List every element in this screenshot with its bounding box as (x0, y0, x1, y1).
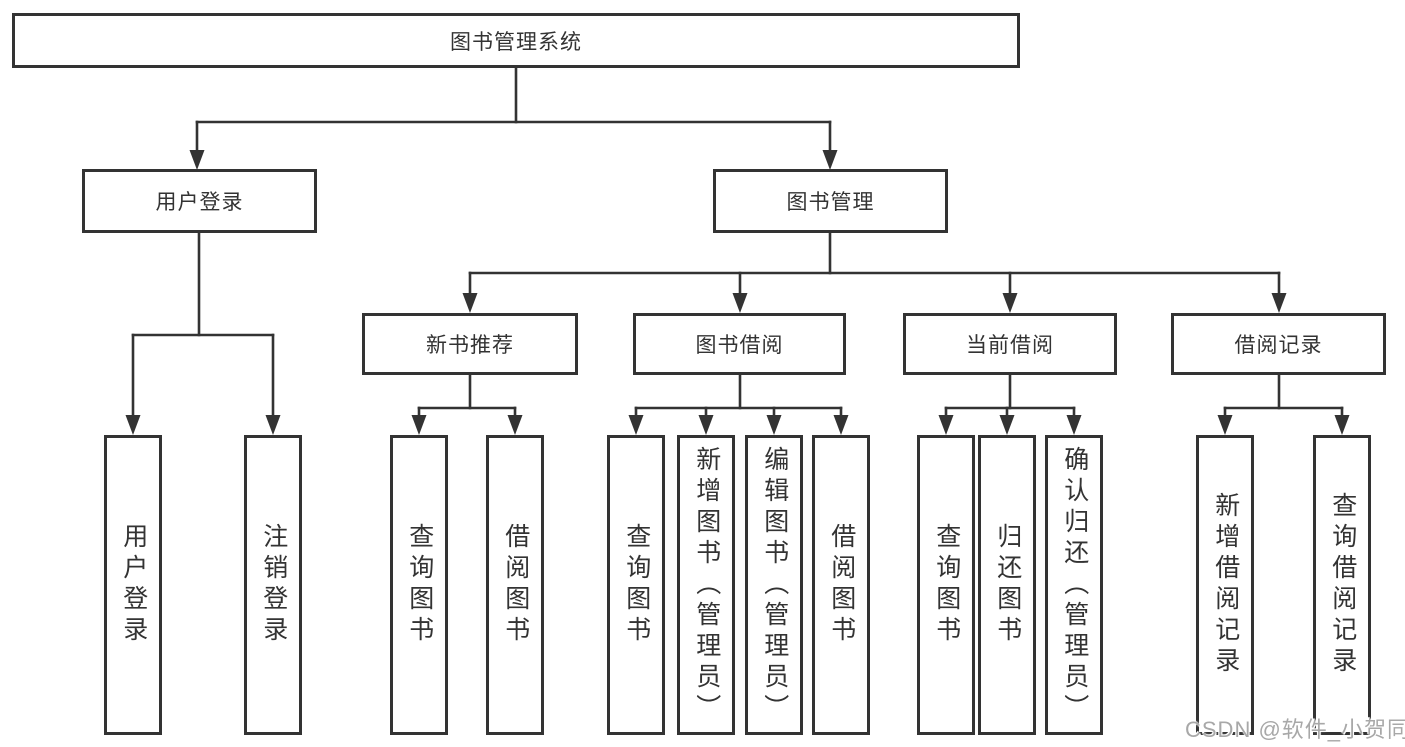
arrowhead-icon (411, 415, 427, 435)
arrowhead-icon (938, 415, 954, 435)
arrowhead-icon (462, 293, 478, 313)
leaf-query-borrow-record: 查询借阅记录 (1313, 435, 1371, 735)
arrowhead-icon (732, 293, 748, 313)
node-new-book-recommendation: 新书推荐 (362, 313, 578, 375)
node-label: 借阅图书 (827, 523, 856, 647)
leaf-logout: 注销登录 (244, 435, 302, 735)
arrowhead-icon (628, 415, 644, 435)
arrowhead-icon (507, 415, 523, 435)
node-label: 编辑图书（管理员） (760, 445, 789, 725)
node-label: 新增借阅记录 (1211, 492, 1240, 678)
node-label: 图书管理系统 (450, 30, 582, 54)
arrowhead-icon (698, 415, 714, 435)
arrowhead-icon (1217, 415, 1233, 435)
node-label: 新增图书（管理员） (692, 445, 721, 725)
node-label: 新书推荐 (426, 334, 514, 357)
arrowhead-icon (999, 415, 1015, 435)
leaf-confirm-return-admin: 确认归还（管理员） (1045, 435, 1103, 735)
arrowhead-icon (1271, 293, 1287, 313)
leaf-query-books-borrowing: 查询图书 (607, 435, 665, 735)
node-user-login: 用户登录 (82, 169, 317, 233)
arrowhead-icon (1066, 415, 1082, 435)
leaf-borrow-books-borrowing: 借阅图书 (812, 435, 870, 735)
node-label: 查询图书 (932, 523, 961, 647)
arrowhead-icon (1002, 293, 1018, 313)
leaf-edit-books-admin: 编辑图书（管理员） (745, 435, 803, 735)
arrowhead-icon (1334, 415, 1350, 435)
arrowhead-icon (125, 415, 141, 435)
node-label: 注销登录 (259, 523, 288, 647)
node-label: 查询图书 (622, 523, 651, 647)
node-label: 查询借阅记录 (1328, 492, 1357, 678)
arrowhead-icon (833, 415, 849, 435)
leaf-borrow-books-recommend: 借阅图书 (486, 435, 544, 735)
node-label: 借阅记录 (1234, 334, 1323, 357)
node-book-borrowing: 图书借阅 (633, 313, 846, 375)
leaf-query-books-current: 查询图书 (917, 435, 975, 735)
csdn-watermark: CSDN @软件_小贺同学 (1185, 717, 1405, 742)
arrowhead-icon (766, 415, 782, 435)
node-label: 用户登录 (155, 191, 244, 214)
arrowhead-icon (189, 150, 205, 170)
node-label: 图书管理 (786, 191, 875, 214)
node-label: 归还图书 (993, 523, 1022, 647)
leaf-add-books-admin: 新增图书（管理员） (677, 435, 735, 735)
node-label: 用户登录 (119, 523, 148, 647)
node-library-management-system: 图书管理系统 (12, 13, 1020, 68)
node-current-borrowing: 当前借阅 (903, 313, 1117, 375)
node-book-management: 图书管理 (713, 169, 948, 233)
node-label: 图书借阅 (695, 334, 784, 357)
leaf-return-books: 归还图书 (978, 435, 1036, 735)
node-label: 查询图书 (405, 523, 434, 647)
node-label: 确认归还（管理员） (1060, 445, 1089, 725)
node-borrowing-records: 借阅记录 (1171, 313, 1386, 375)
node-label: 借阅图书 (501, 523, 530, 647)
leaf-query-books-recommend: 查询图书 (390, 435, 448, 735)
node-label: 当前借阅 (966, 334, 1054, 357)
leaf-add-borrow-record: 新增借阅记录 (1196, 435, 1254, 735)
arrowhead-icon (822, 150, 838, 170)
arrowhead-icon (265, 415, 281, 435)
leaf-user-login: 用户登录 (104, 435, 162, 735)
